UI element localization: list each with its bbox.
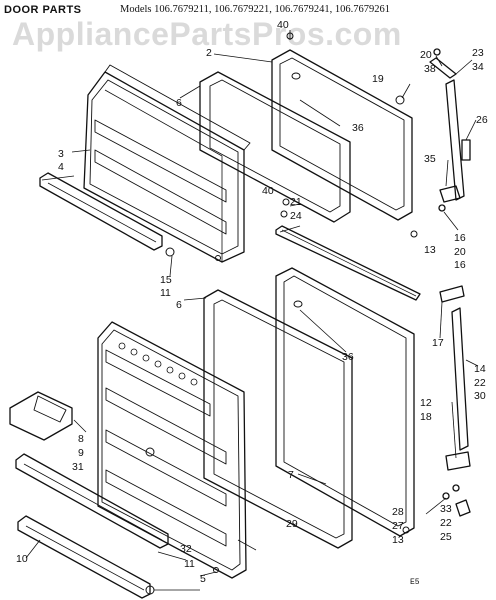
callout-26: 26 <box>476 114 488 126</box>
watermark: AppliancePartsPros.com <box>12 16 402 52</box>
callout-14: 14 <box>474 363 486 375</box>
callout-40-mid: 40 <box>262 185 274 197</box>
callout-11-upper: 11 <box>160 287 171 299</box>
callout-22-lower: 22 <box>440 517 452 529</box>
callout-2: 2 <box>206 47 212 59</box>
freezer-handle-strip <box>275 225 421 301</box>
callout-12: 12 <box>420 397 432 409</box>
callout-leaders <box>25 30 479 591</box>
lower-shelf-rail <box>15 453 169 549</box>
callout-25: 25 <box>440 531 452 543</box>
callout-16-upper: 16 <box>454 232 466 244</box>
callout-13-upper: 13 <box>424 244 436 256</box>
callout-31: 31 <box>72 461 84 473</box>
callout-22-mid: 22 <box>474 377 486 389</box>
model-numbers: Models 106.7679211, 106.7679221, 106.767… <box>120 4 390 15</box>
callout-23: 23 <box>472 47 484 59</box>
callout-11-lower: 11 <box>184 558 195 570</box>
freezer-door-gasket <box>199 71 351 223</box>
upper-hinge-bracket <box>429 48 471 212</box>
callout-15: 15 <box>160 274 172 286</box>
callout-29: 29 <box>286 518 298 530</box>
callout-6-top: 6 <box>176 97 182 109</box>
callout-19: 19 <box>372 73 384 85</box>
corner-code: E5 <box>410 578 420 587</box>
callout-28: 28 <box>392 506 404 518</box>
callout-17: 17 <box>432 337 444 349</box>
hardware-screws <box>145 32 418 595</box>
bottom-shelf-rail <box>17 515 151 599</box>
fresh-food-door-liner <box>97 321 247 579</box>
lower-hinge-bracket <box>439 285 471 517</box>
callout-34: 34 <box>472 61 484 73</box>
callout-6-lower: 6 <box>176 299 182 311</box>
freezer-outer-door <box>271 49 413 221</box>
butter-compartment-door <box>9 391 73 441</box>
callout-20-mid: 20 <box>454 246 466 258</box>
callout-4: 4 <box>58 161 64 173</box>
callout-20-top: 20 <box>420 49 432 61</box>
callout-13-lower: 13 <box>392 534 404 546</box>
callout-10: 10 <box>16 553 28 565</box>
callout-16-mid: 16 <box>454 259 466 271</box>
diagram-title: DOOR PARTS <box>4 4 82 16</box>
callout-3: 3 <box>58 148 64 160</box>
callout-38: 38 <box>424 63 436 75</box>
callout-33: 33 <box>440 503 452 515</box>
callout-36-top: 36 <box>352 122 364 134</box>
callout-35: 35 <box>424 153 436 165</box>
callout-27: 27 <box>392 520 404 532</box>
callout-40-top: 40 <box>277 19 289 31</box>
callout-labels: 40 2 20 23 38 34 19 6 36 26 3 4 35 40 21… <box>16 19 488 585</box>
callout-36-lower: 36 <box>342 351 354 363</box>
callout-8: 8 <box>78 433 84 445</box>
callout-32: 32 <box>180 543 192 555</box>
callout-24: 24 <box>290 210 302 222</box>
callout-18: 18 <box>420 411 432 423</box>
callout-21: 21 <box>290 196 302 208</box>
freezer-door-liner <box>83 64 251 263</box>
fresh-food-gasket <box>203 289 353 549</box>
freezer-shelf-rail <box>39 172 163 251</box>
callout-7: 7 <box>288 469 294 481</box>
callout-30: 30 <box>474 390 486 402</box>
callout-9: 9 <box>78 447 84 459</box>
fresh-food-outer-door <box>275 267 415 537</box>
callout-5: 5 <box>200 573 206 585</box>
